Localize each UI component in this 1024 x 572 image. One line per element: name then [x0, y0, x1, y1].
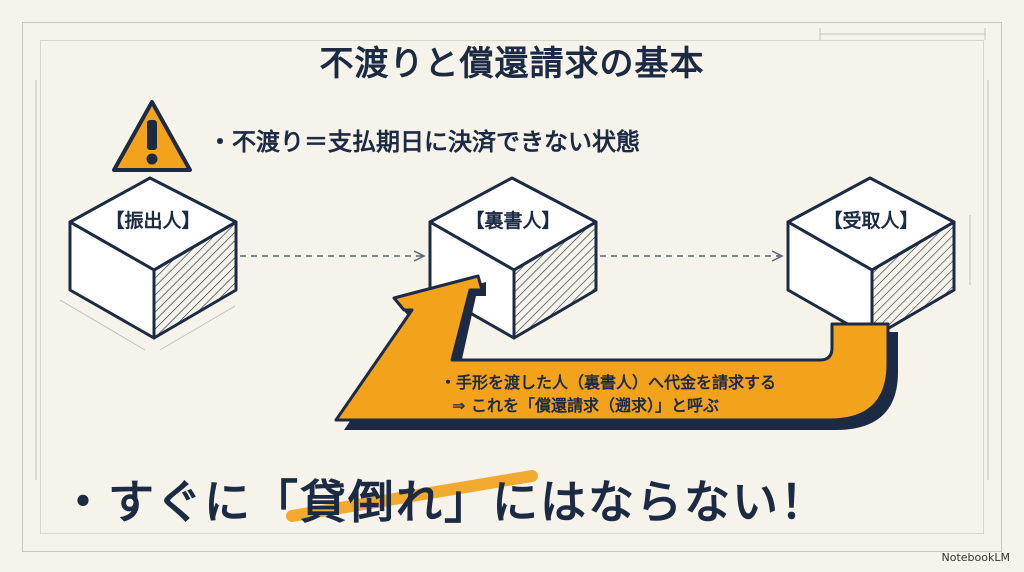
dimension-marks: [35, 28, 989, 480]
recourse-arrow: [334, 274, 898, 430]
definition-text: ・不渡り＝支払期日に決済できない状態: [208, 128, 640, 156]
payee-cube: [786, 176, 956, 340]
label-endorser: 【裏書人】: [465, 210, 561, 232]
arrow-text-line1: ・手形を渡した人（裏書人）へ代金を請求する: [440, 373, 777, 392]
brand-mark: NotebookLM: [941, 551, 1010, 564]
drawer-cube: [68, 176, 238, 340]
blueprint-frame: [22, 22, 1002, 552]
arrow-text-line2: ⇒ これを「償還請求（遡求）」と呼ぶ: [452, 396, 719, 415]
label-payee: 【受取人】: [823, 210, 919, 232]
blueprint-inner-frame: [40, 40, 984, 534]
warning-icon: [112, 100, 192, 172]
conclusion-text: ・すぐに「貸倒れ」にはならない！: [60, 475, 828, 529]
label-drawer: 【振出人】: [105, 210, 201, 232]
highlight-mark: [286, 470, 538, 522]
page-title: 不渡りと償還請求の基本: [319, 44, 705, 84]
